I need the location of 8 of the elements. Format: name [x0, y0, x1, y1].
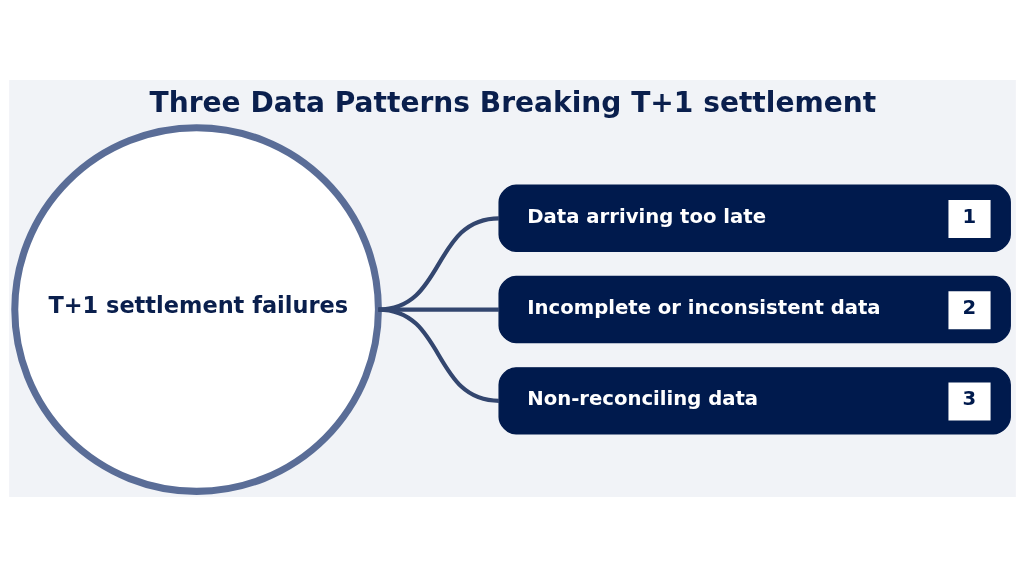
- node-circle: T+1 settlement failures: [10, 123, 382, 495]
- connector: [377, 215, 499, 312]
- node-box: Non-reconciling data 3: [497, 366, 1011, 434]
- node-box: Incomplete or inconsistent data 2: [497, 275, 1011, 343]
- connector: [377, 306, 499, 312]
- node-box: Data arriving too late 1: [497, 184, 1011, 252]
- connector: [377, 306, 499, 403]
- diagram-title: Three Data Patterns Breaking T+1 settlement: [149, 85, 876, 119]
